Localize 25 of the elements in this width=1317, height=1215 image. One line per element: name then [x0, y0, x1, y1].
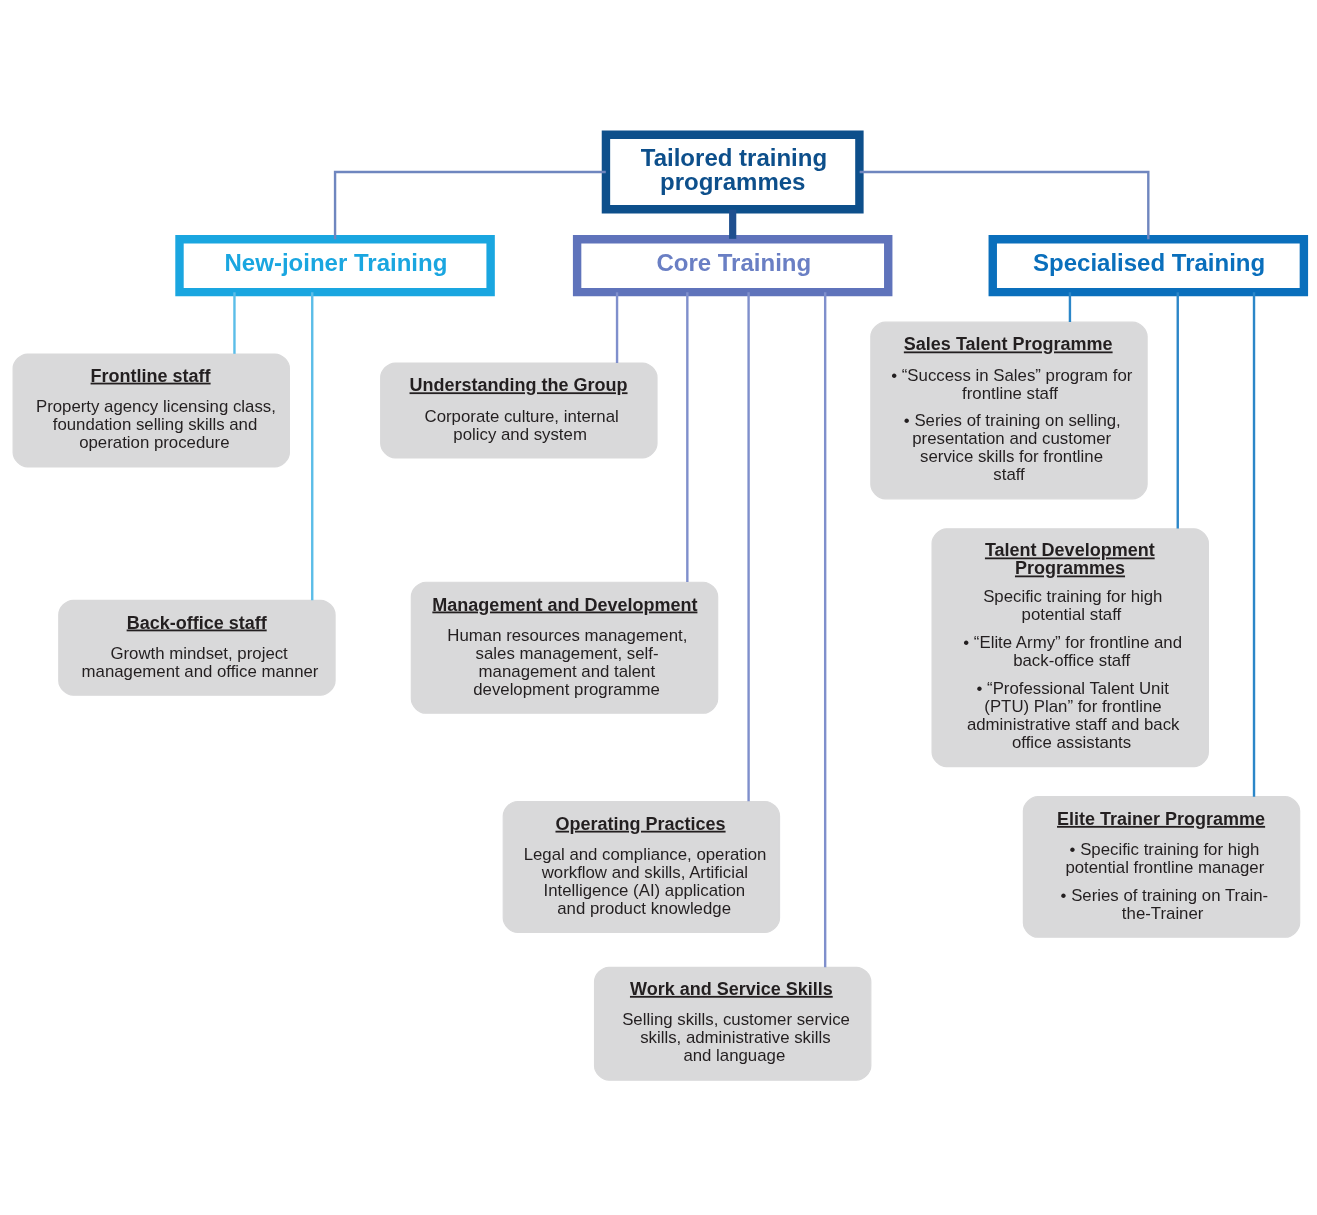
- connector: [233, 292, 236, 354]
- node-box: New-joiner Training: [175, 235, 495, 297]
- node-box: Elite Trainer Programme • Specific training for high potential frontline manager • Series of training on Train-the-Trainer: [1022, 796, 1301, 938]
- node-box: Specialised Training: [988, 235, 1309, 297]
- node-box: Sales Talent Programme • “Success in Sales” program for frontline staff • Series of training on selling, presentation and customer service skills for frontline staff: [870, 321, 1148, 500]
- node-box: Management and Development Human resources management, sales management, self-management and talent development programme: [410, 581, 719, 714]
- node-box: Operating Practices Legal and compliance, operation workflow and skills, Artificial Intelligence (AI) application and product knowledge: [502, 800, 781, 934]
- connector: [823, 292, 827, 968]
- connector: [729, 209, 737, 239]
- connector: [1176, 292, 1179, 529]
- node-box: Talent Development Programmes Specific training for high potential staff • “Elite Army” for frontline and back-office staff • “Professional Talent Unit (PTU) Plan” for frontline administrative staff and back office assistants: [931, 528, 1209, 768]
- node-box: Understanding the Group Corporate culture, internal policy and system: [380, 362, 658, 459]
- connector: [859, 170, 1150, 240]
- connector: [1252, 292, 1256, 797]
- connector: [686, 292, 689, 582]
- node-box: Frontline staff Property agency licensing class, foundation selling skills and operation procedure: [12, 353, 290, 468]
- node-box: Tailored training programmes: [601, 130, 864, 214]
- connector: [747, 292, 750, 802]
- node-box: Work and Service Skills Selling skills, customer service skills, administrative skills and language: [593, 966, 872, 1081]
- connector: [311, 292, 314, 601]
- node-box: Back-office staff Growth mindset, project management and office manner: [58, 599, 336, 696]
- node-box: Core Training: [572, 235, 893, 297]
- connector: [615, 292, 619, 364]
- connector: [1068, 292, 1072, 322]
- connector: [333, 170, 606, 240]
